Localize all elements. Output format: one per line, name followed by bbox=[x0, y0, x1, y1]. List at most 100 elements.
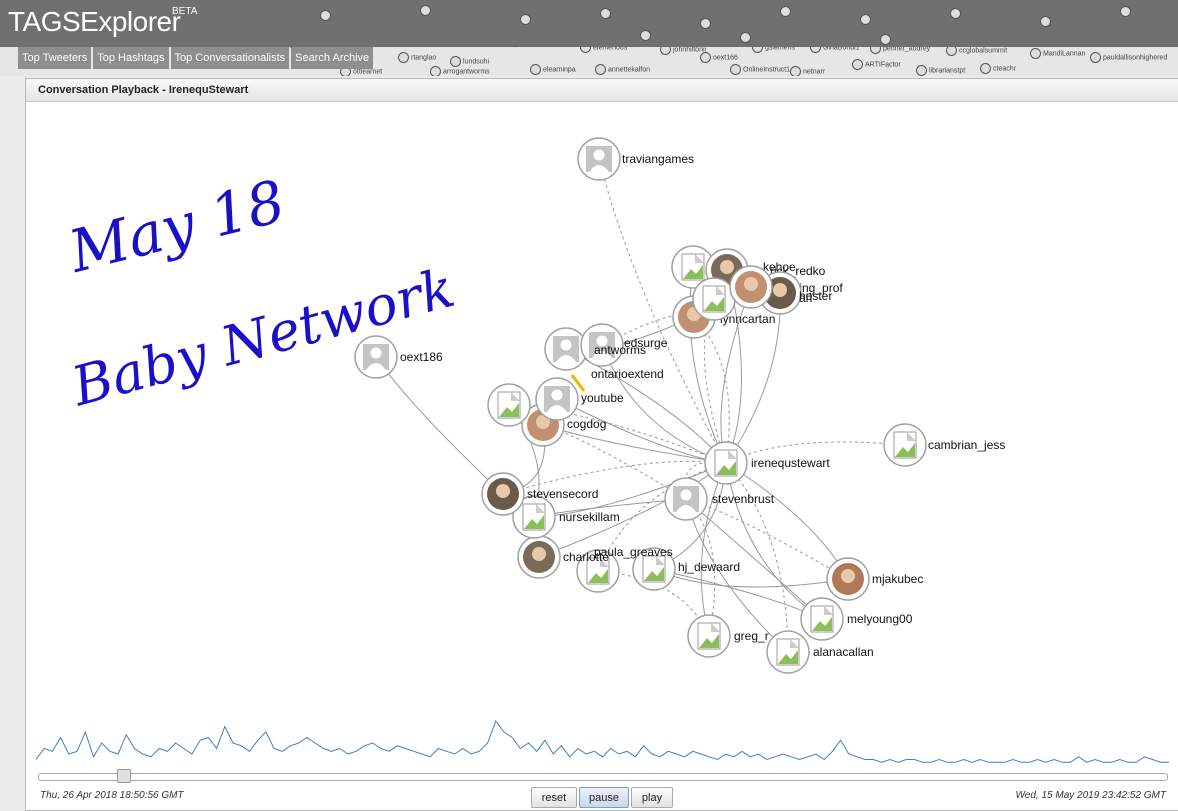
background-node: GinaBondi1 bbox=[810, 47, 860, 53]
panel-header: Conversation Playback - IrenequStewart bbox=[26, 79, 1178, 102]
graph-edge bbox=[725, 462, 789, 653]
image-landscape bbox=[588, 569, 608, 583]
node-nursing-prof[interactable]: nursing_prof bbox=[692, 277, 843, 321]
node-stevenbrust[interactable]: stevenbrust bbox=[664, 477, 775, 521]
background-node: pauldallisonhighered bbox=[1090, 52, 1167, 63]
node-label: lynncartan bbox=[720, 312, 775, 326]
avatar-head bbox=[551, 389, 563, 401]
image-landscape bbox=[704, 297, 724, 311]
sparkline-series bbox=[35, 719, 1169, 763]
node-label: melyoung00 bbox=[847, 612, 913, 626]
image-landscape bbox=[778, 650, 798, 664]
image-fold bbox=[656, 556, 665, 565]
avatar-body bbox=[589, 165, 609, 172]
node-charlotte[interactable]: charlotte bbox=[517, 535, 609, 579]
node-label: kehoe bbox=[763, 260, 796, 274]
avatar-head bbox=[370, 347, 382, 359]
image-landscape bbox=[716, 461, 736, 475]
timeline-end-time: Wed, 15 May 2019 23:42:52 GMT bbox=[1015, 790, 1166, 801]
image-fold bbox=[511, 392, 520, 401]
activity-sparkline bbox=[35, 719, 1169, 763]
node-ontarioextend[interactable]: ontarioextend bbox=[487, 367, 664, 427]
background-node bbox=[420, 5, 433, 16]
avatar-body bbox=[676, 505, 696, 512]
node-hj-dewaard[interactable]: hj_dewaard bbox=[632, 547, 740, 591]
node-youtube[interactable]: youtube bbox=[535, 377, 624, 421]
node-melyoung00[interactable]: melyoung00 bbox=[800, 597, 913, 641]
node-label: stevensecord bbox=[527, 487, 598, 501]
node-label: charlotte bbox=[563, 550, 609, 564]
profile-face bbox=[496, 484, 510, 498]
background-node: elearninpa bbox=[530, 64, 576, 75]
play-button[interactable]: play bbox=[631, 787, 673, 808]
node-greg-r[interactable]: greg_r bbox=[687, 614, 769, 658]
profile-face bbox=[773, 283, 787, 297]
tab-top-conversationalists[interactable]: Top Conversationalists bbox=[170, 47, 290, 69]
avatar-body bbox=[592, 351, 612, 358]
node-label: hj_dewaard bbox=[678, 560, 740, 574]
background-node bbox=[640, 30, 653, 41]
background-node: MandiLannan bbox=[1030, 48, 1085, 59]
node-paula-greaves[interactable]: paula_greaves bbox=[576, 545, 673, 593]
tab-bar: Top Tweeters Top Hashtags Top Conversati… bbox=[18, 47, 374, 69]
image-landscape bbox=[499, 403, 519, 417]
node-hoster[interactable]: hoster bbox=[758, 271, 832, 315]
background-node: cteachr bbox=[980, 63, 1016, 74]
image-landscape bbox=[644, 567, 664, 581]
timeline-slider-track[interactable] bbox=[38, 773, 1168, 781]
graph-nodes: traviangames oext186 cambrian_jess irenequs… bbox=[354, 137, 1005, 674]
background-node: elemenous bbox=[580, 47, 627, 53]
background-node: rtanglao bbox=[398, 52, 436, 63]
image-fold bbox=[728, 450, 737, 459]
node-antworms[interactable]: antworms bbox=[580, 323, 646, 367]
node-kehoe[interactable]: kehoe bbox=[671, 245, 796, 289]
node-label: ontarioextend bbox=[591, 367, 664, 381]
image-fold bbox=[824, 606, 833, 615]
background-node bbox=[780, 6, 793, 17]
node-traviangames[interactable]: traviangames bbox=[577, 137, 694, 181]
node-label: alanacallan bbox=[813, 645, 874, 659]
tab-top-hashtags[interactable]: Top Hashtags bbox=[93, 47, 169, 69]
background-node bbox=[320, 10, 333, 21]
avatar-head bbox=[593, 149, 605, 161]
node-label: youtube bbox=[581, 391, 624, 405]
node-mjakubec[interactable]: mjakubec bbox=[826, 557, 923, 601]
tab-search-archive[interactable]: Search Archive bbox=[291, 47, 374, 69]
node-ah[interactable]: ah bbox=[729, 265, 812, 309]
background-node bbox=[1040, 16, 1053, 27]
node-label: cogdog bbox=[567, 417, 606, 431]
node-label: paula_greaves bbox=[594, 545, 673, 559]
node-stevensecord[interactable]: stevensecord bbox=[481, 472, 598, 516]
background-node bbox=[600, 8, 613, 19]
reset-button[interactable]: reset bbox=[531, 787, 577, 808]
timeline-slider-handle[interactable] bbox=[116, 769, 131, 783]
avatar-head bbox=[596, 335, 608, 347]
app-logo: TAGSExplorer bbox=[8, 6, 181, 37]
image-fold bbox=[536, 504, 545, 513]
graph-edge bbox=[597, 158, 727, 464]
node-cambrian-jess[interactable]: cambrian_jess bbox=[883, 423, 1005, 467]
background-node: netnarr bbox=[790, 66, 825, 76]
background-node bbox=[860, 14, 873, 25]
panel-title: Conversation Playback - IrenequStewart bbox=[38, 84, 249, 96]
pause-button[interactable]: pause bbox=[579, 787, 629, 808]
image-landscape bbox=[812, 617, 832, 631]
node-label: irenequstewart bbox=[751, 456, 830, 470]
node-label: ah bbox=[799, 291, 812, 305]
image-fold bbox=[600, 558, 609, 567]
avatar-body bbox=[366, 363, 386, 370]
node-label: antworms bbox=[594, 343, 646, 357]
background-node: penner_audrey bbox=[870, 47, 930, 54]
node-oext186[interactable]: oext186 bbox=[354, 335, 443, 379]
tab-top-tweeters[interactable]: Top Tweeters bbox=[18, 47, 92, 69]
node-label: nursekillam bbox=[559, 510, 620, 524]
node-alanacallan[interactable]: alanacallan bbox=[766, 630, 874, 674]
node-irenequstewart[interactable]: irenequstewart bbox=[704, 441, 830, 485]
beta-badge: BETA bbox=[172, 6, 198, 17]
node-label: cambrian_jess bbox=[928, 438, 1005, 452]
background-node: eloomed bbox=[510, 46, 550, 47]
background-node bbox=[740, 32, 753, 43]
node-nursekillam[interactable]: nursekillam bbox=[512, 495, 620, 539]
